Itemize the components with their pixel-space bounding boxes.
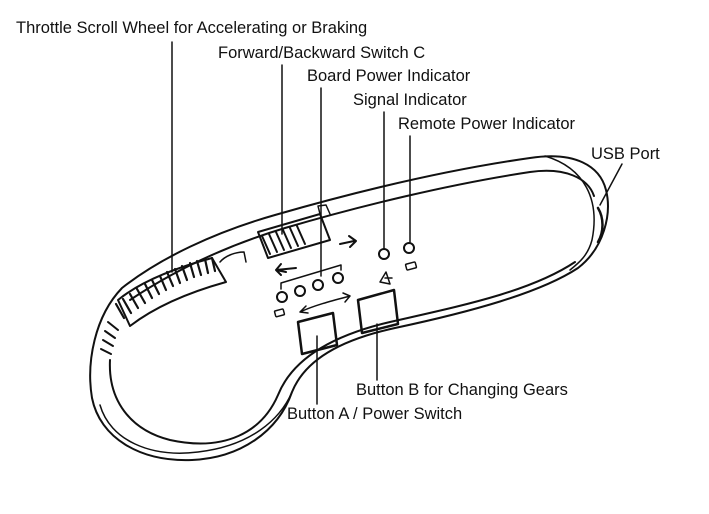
backward-arrow-icon: [275, 263, 297, 276]
remote-power-led: [403, 242, 415, 254]
remote-inner-rim: [108, 261, 576, 445]
button-b: [356, 288, 400, 335]
speed-range-icon: [299, 292, 351, 314]
label-button-a: Button A / Power Switch: [287, 405, 463, 423]
label-board-power: Board Power Indicator: [307, 67, 471, 85]
forward-arrow-icon: [339, 235, 357, 248]
rim-bump-2: [317, 204, 331, 215]
throttle-side-ridges: [100, 321, 119, 355]
board-led-1: [276, 291, 288, 303]
label-button-b: Button B for Changing Gears: [356, 381, 568, 399]
label-usb-port: USB Port: [591, 145, 660, 163]
board-led-2: [294, 285, 306, 297]
throttle-housing: [117, 257, 227, 327]
remote-battery-icon: [404, 261, 418, 271]
throttle-wheel-ridges: [114, 256, 217, 320]
signal-led: [378, 248, 390, 260]
remote-end-seam: [544, 155, 595, 271]
board-led-bracket: [280, 264, 342, 290]
board-led-4: [332, 272, 344, 284]
board-battery-icon: [273, 308, 286, 318]
signal-icon: [379, 271, 393, 285]
direction-switch-housing: [257, 213, 331, 259]
remote-bottom-seam: [99, 391, 293, 454]
label-remote-power: Remote Power Indicator: [398, 115, 575, 133]
remote-top-rim: [129, 169, 595, 301]
direction-switch-ridges: [261, 225, 306, 255]
leader-usb-port: [599, 163, 623, 206]
label-forward-backward: Forward/Backward Switch C: [218, 44, 426, 62]
label-throttle: Throttle Scroll Wheel for Accelerating o…: [16, 19, 368, 37]
label-signal: Signal Indicator: [353, 91, 467, 109]
rim-bump: [219, 251, 247, 263]
remote-body-outline: [89, 155, 609, 462]
board-led-3: [312, 279, 324, 291]
usb-port-slot: [596, 206, 604, 244]
button-a: [296, 311, 339, 356]
